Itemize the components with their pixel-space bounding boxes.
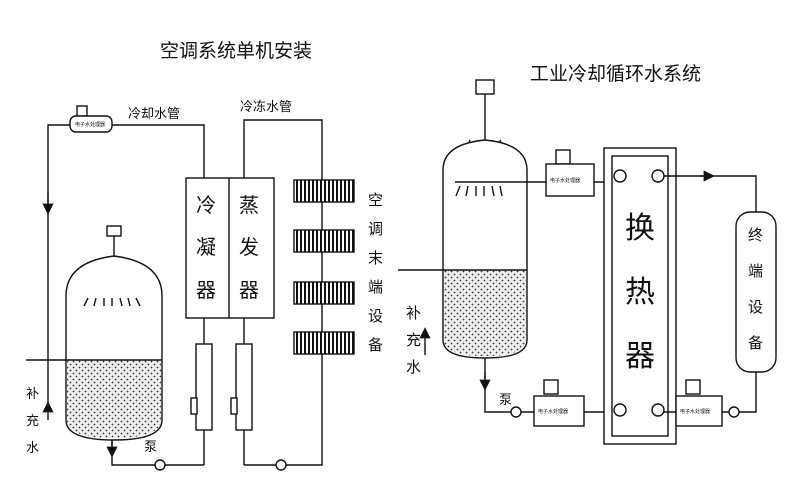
svg-text:终: 终: [748, 226, 763, 244]
evaporator-char-2: 发: [239, 235, 259, 259]
right-system: 工业冷却循环水系统 补 充 水 电子水处理器: [398, 63, 777, 445]
left-inline-processor-1: [195, 343, 213, 431]
right-top-water-processor: 电子水处理器: [545, 149, 595, 197]
condenser-char-2: 凝: [196, 235, 216, 259]
right-bottom-left-water-processor: 电子水处理器: [533, 379, 585, 427]
right-bottom-water-processor: 电子水处理器: [675, 379, 723, 427]
svg-text:电子水处理器: 电子水处理器: [550, 177, 580, 184]
right-terminal-pump-icon: [728, 406, 740, 418]
svg-text:端: 端: [748, 262, 763, 280]
left-bottom-chilled-line: [244, 354, 323, 466]
exchanger-char-3: 器: [625, 339, 655, 374]
left-water-processor: 电子水处理器: [69, 105, 113, 133]
svg-text:调: 调: [368, 220, 383, 238]
svg-text:电子水处理器: 电子水处理器: [680, 408, 710, 415]
svg-text:补: 补: [26, 387, 39, 402]
svg-text:设: 设: [748, 298, 763, 316]
right-pump-label: 泵: [499, 393, 512, 408]
left-cooling-pump-icon: [154, 459, 166, 471]
svg-text:水: 水: [406, 358, 421, 376]
svg-text:充: 充: [406, 331, 421, 349]
exchanger-char-2: 热: [625, 275, 655, 310]
right-makeup-label: 补 充 水: [406, 304, 421, 376]
svg-text:端: 端: [368, 278, 383, 296]
right-terminal-label: 终 端 设 备: [748, 226, 763, 352]
evaporator-char-1: 蒸: [239, 193, 259, 217]
terminal-units: [293, 179, 355, 355]
svg-text:电子水处理器: 电子水处理器: [538, 408, 568, 415]
condenser-char-1: 冷: [196, 193, 216, 217]
left-processor-label: 电子水处理器: [75, 121, 105, 128]
left-cooling-pipe-label: 冷却水管: [128, 107, 180, 122]
right-supply-line: [664, 175, 757, 212]
condenser-char-3: 器: [196, 278, 216, 302]
exchanger-char-1: 换: [625, 211, 655, 246]
svg-text:末: 末: [368, 249, 383, 267]
left-pump-label: 泵: [144, 440, 157, 455]
left-title: 空调系统单机安装: [160, 40, 312, 62]
left-inline-processor-2: [235, 343, 253, 431]
svg-text:补: 补: [406, 304, 421, 322]
svg-text:充: 充: [26, 413, 39, 429]
left-chilled-pipe-label: 冷冻水管: [240, 99, 292, 115]
left-makeup-label: 补 充 水: [26, 387, 39, 456]
svg-text:设: 设: [368, 307, 383, 325]
left-return-pipe: [47, 124, 70, 402]
right-cooling-tower: [442, 79, 528, 359]
svg-text:空: 空: [368, 191, 383, 209]
left-system: 空调系统单机安装 冷却水管 电子水处理器 冷 凝 器 蒸 发 器 冷冻水管: [26, 40, 383, 471]
left-terminal-label: 空 调 末 端 设 备: [368, 191, 383, 354]
heat-exchanger: 换 热 器: [603, 147, 677, 445]
right-pump-icon: [510, 406, 522, 418]
left-cooling-tower: [65, 225, 163, 441]
svg-text:水: 水: [26, 441, 39, 456]
left-cooling-pipe-line: [112, 124, 205, 178]
left-chilled-pump-icon: [275, 459, 287, 471]
right-title: 工业冷却循环水系统: [530, 63, 701, 85]
svg-text:备: 备: [368, 336, 383, 354]
evaporator-char-3: 器: [239, 278, 259, 302]
chiller-cabinet: [185, 177, 275, 319]
svg-text:备: 备: [748, 334, 763, 352]
